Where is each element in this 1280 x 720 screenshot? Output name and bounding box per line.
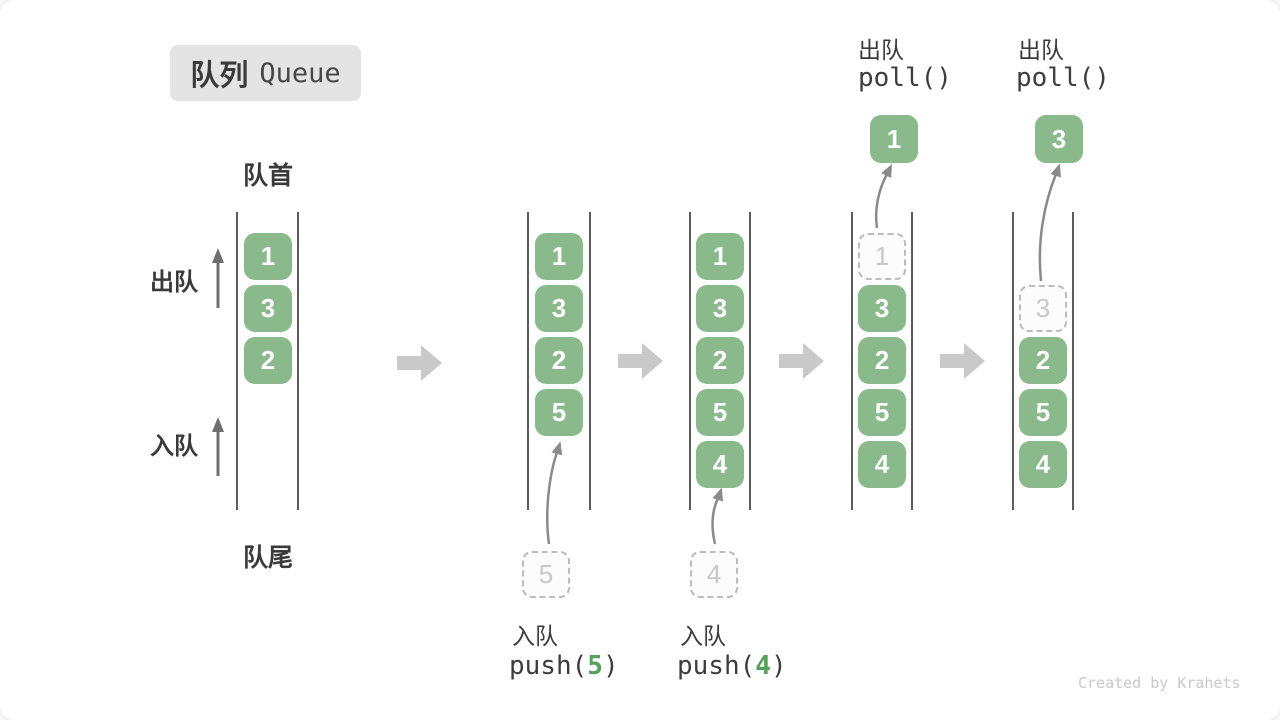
dequeue-op-label: 出队 — [858, 37, 904, 63]
queue-slot: 3 — [858, 285, 906, 332]
enqueue-side-label: 入队 — [150, 433, 198, 460]
code-text: push( — [509, 651, 588, 681]
queue-slot: 1 — [696, 233, 744, 280]
watermark: Created by Krahets — [1078, 674, 1241, 692]
queue-slot: 2 — [244, 337, 292, 384]
dequeue-arrow-poll1 — [874, 173, 889, 229]
queue-rear-label: 队尾 — [242, 544, 293, 572]
dequeue-arrow-poll3 — [1038, 173, 1058, 282]
queue-rail-line — [749, 212, 751, 510]
dequeue-value-box: 1 — [870, 115, 918, 163]
queue-rail-line — [297, 212, 299, 510]
code-text: ) — [602, 651, 619, 681]
dequeue-op-label: 出队 — [1018, 37, 1064, 63]
queue-rail-line — [589, 212, 591, 510]
queue-slot: 4 — [696, 441, 744, 488]
enqueue-op-label: 入队 — [680, 623, 726, 649]
dequeue-op-code: poll() — [1016, 63, 1110, 93]
queue-slot: 5 — [1019, 389, 1067, 436]
enqueue-value-box: 4 — [690, 551, 738, 598]
queue-rail-line — [689, 212, 691, 510]
queue-slot: 1 — [244, 233, 292, 280]
queue-slot: 5 — [858, 389, 906, 436]
title-en: Queue — [259, 57, 341, 89]
queue-slot-ghost: 3 — [1019, 285, 1067, 332]
queue-rail-line — [1072, 212, 1074, 510]
queue-slot: 2 — [535, 337, 583, 384]
queue-slot: 1 — [535, 233, 583, 280]
queue-slot: 3 — [244, 285, 292, 332]
enqueue-direction-arrow-icon — [212, 417, 224, 476]
queue-slot: 4 — [858, 441, 906, 488]
enqueue-arrow-push4 — [711, 497, 720, 545]
enqueue-value-box: 5 — [522, 551, 570, 598]
code-arg: 5 — [587, 651, 603, 681]
enqueue-op-label: 入队 — [512, 623, 558, 649]
queue-slot: 2 — [696, 337, 744, 384]
code-text: push( — [677, 651, 756, 681]
enqueue-arrow-push5 — [546, 451, 559, 545]
queue-slot: 3 — [696, 285, 744, 332]
enqueue-op-code: push(5) — [509, 651, 619, 681]
dequeue-direction-arrow-icon — [212, 248, 224, 308]
queue-slot-ghost: 1 — [858, 233, 906, 280]
queue-front-label: 队首 — [242, 162, 293, 190]
queue-rail-line — [527, 212, 529, 510]
queue-rail-line — [1012, 212, 1014, 510]
queue-rail-line — [911, 212, 913, 510]
dequeue-value-box: 3 — [1035, 115, 1083, 163]
title-zh: 队列 — [190, 60, 249, 92]
queue-slot: 3 — [535, 285, 583, 332]
flow-arrow-icon — [779, 343, 824, 379]
dequeue-side-label: 出队 — [150, 269, 198, 296]
queue-slot: 5 — [696, 389, 744, 436]
arrowhead-icon — [881, 163, 892, 179]
queue-slot: 2 — [858, 337, 906, 384]
flow-arrow-icon — [397, 345, 442, 381]
enqueue-op-code: push(4) — [677, 651, 787, 681]
code-arg: 4 — [755, 651, 771, 681]
arrowhead-icon — [551, 441, 563, 456]
queue-slot: 4 — [1019, 441, 1067, 488]
queue-slot: 2 — [1019, 337, 1067, 384]
arrowhead-icon — [712, 487, 723, 502]
flow-arrow-icon — [618, 343, 663, 379]
title-badge: 队列 Queue — [170, 45, 361, 101]
dequeue-op-code: poll() — [858, 63, 952, 93]
queue-rail-line — [851, 212, 853, 510]
queue-rail-line — [236, 212, 238, 510]
arrowhead-icon — [1050, 163, 1061, 178]
flow-arrow-icon — [940, 343, 985, 379]
code-text: ) — [770, 651, 787, 681]
queue-slot: 5 — [535, 389, 583, 436]
